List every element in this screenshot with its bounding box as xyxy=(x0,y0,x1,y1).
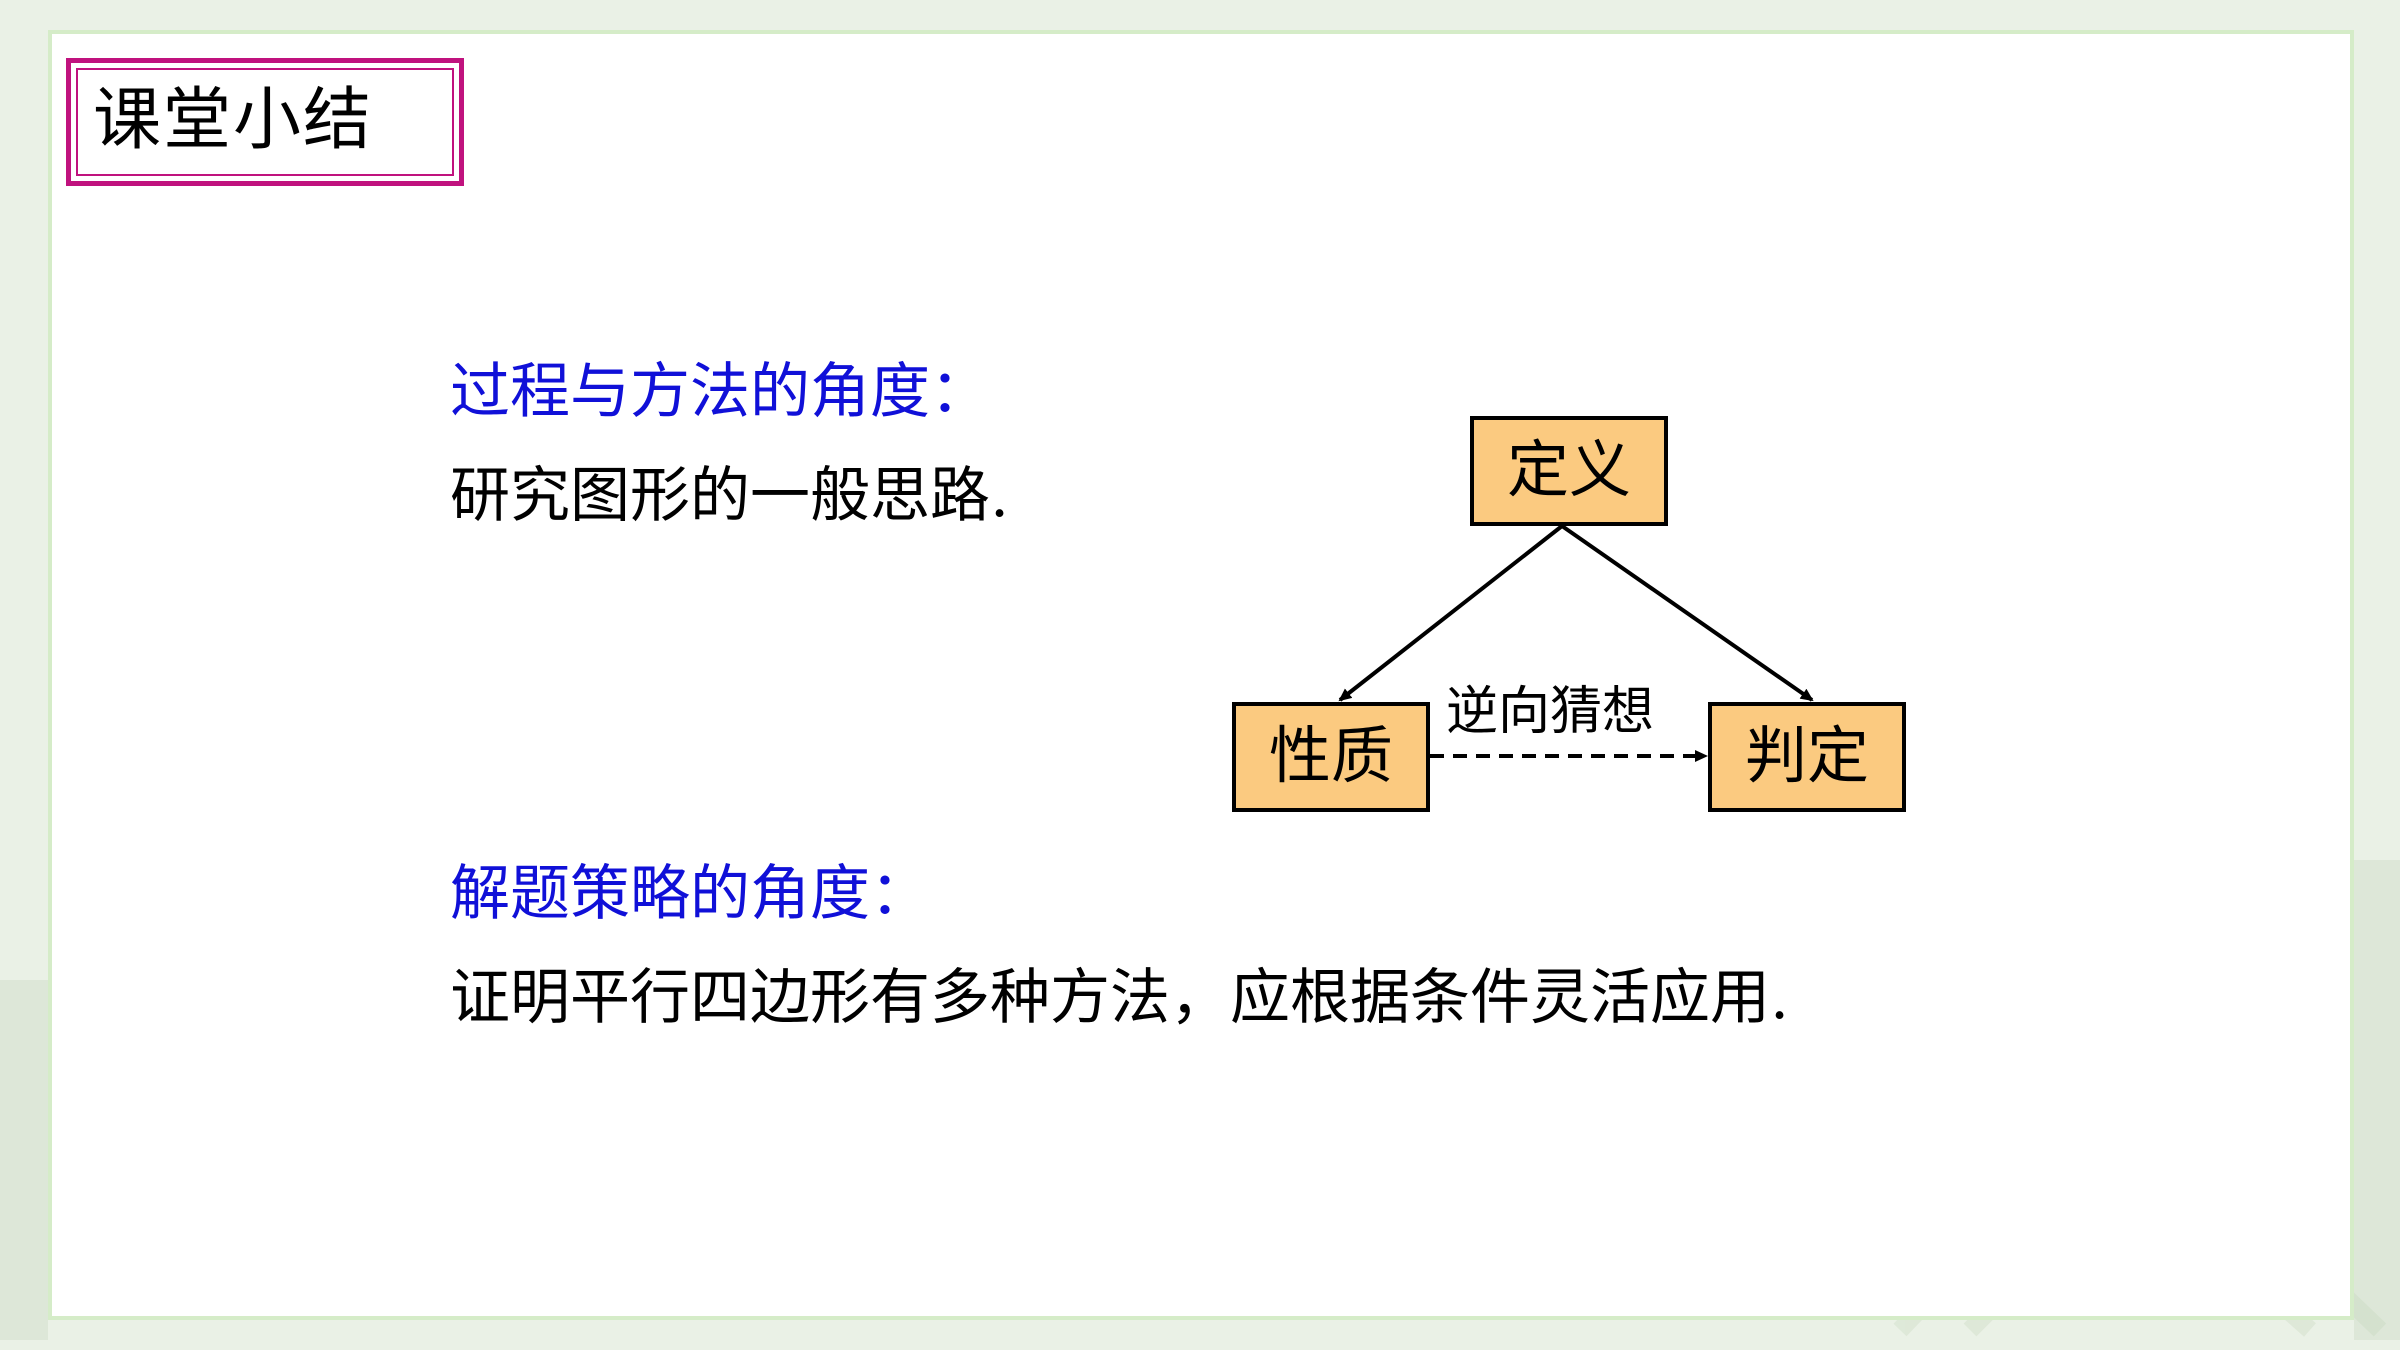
title-box: 课堂小结 xyxy=(66,58,464,186)
section1-body: 研究图形的一般思路. xyxy=(450,461,1010,531)
node-criterion: 判定 xyxy=(1708,702,1906,812)
arrow-top-to-right xyxy=(1560,524,1814,702)
node-property: 性质 xyxy=(1232,702,1430,812)
slide-title: 课堂小结 xyxy=(93,81,374,160)
concept-diagram: 定义 性质 判定 逆向猜想 xyxy=(1220,400,1940,840)
section2-body: 证明平行四边形有多种方法，应根据条件灵活应用. xyxy=(450,963,1790,1033)
slide-panel xyxy=(48,30,2354,1320)
node-definition: 定义 xyxy=(1470,416,1668,526)
diagram-connectors xyxy=(1338,524,1814,762)
title-inner-border xyxy=(76,68,454,176)
arrow-top-to-left xyxy=(1338,524,1564,702)
section2-heading: 解题策略的角度： xyxy=(450,859,930,929)
edge-label-reverse-conjecture: 逆向猜想 xyxy=(1446,682,1655,742)
section1-heading: 过程与方法的角度： xyxy=(450,357,990,427)
